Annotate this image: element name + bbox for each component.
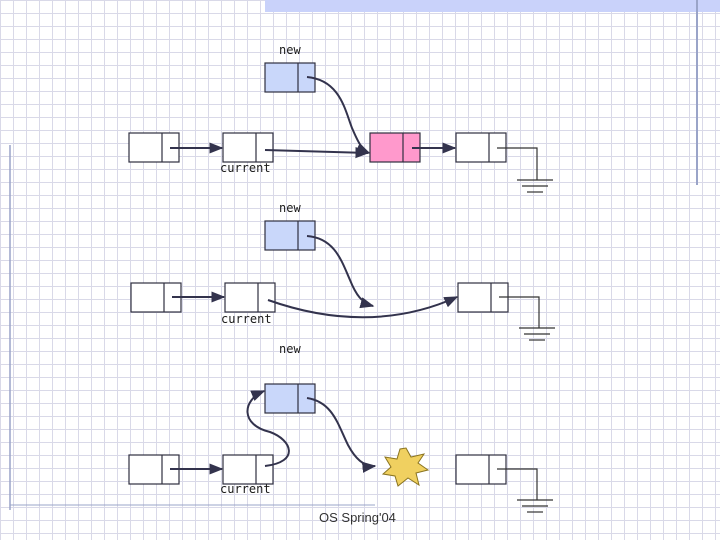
step-3: new current <box>128 342 553 513</box>
current-label: current <box>220 482 271 496</box>
pointer-arrow <box>306 76 371 154</box>
null-ground-icon <box>499 296 555 341</box>
current-node <box>222 132 274 163</box>
new-node <box>264 62 316 93</box>
pointer-arrow <box>306 235 375 309</box>
step-2: new current <box>130 201 555 341</box>
footer-text: OS Spring'04 <box>319 510 396 525</box>
current-label: current <box>221 312 272 326</box>
top-accent-bar <box>265 0 720 12</box>
pointer-arrow <box>306 397 377 473</box>
current-node <box>224 282 276 313</box>
new-label: new <box>279 201 301 215</box>
pointer-arrow <box>267 296 459 319</box>
null-ground-icon <box>497 468 553 513</box>
new-label: new <box>279 43 301 57</box>
new-label: new <box>279 342 301 356</box>
current-node <box>222 454 274 485</box>
pointer-arrow <box>246 390 290 467</box>
pointer-arrow <box>264 147 370 159</box>
new-node <box>264 220 316 251</box>
step-1: new current <box>128 43 553 193</box>
null-ground-icon <box>497 147 553 193</box>
deleted-burst-icon <box>381 447 430 487</box>
current-label: current <box>220 161 271 175</box>
